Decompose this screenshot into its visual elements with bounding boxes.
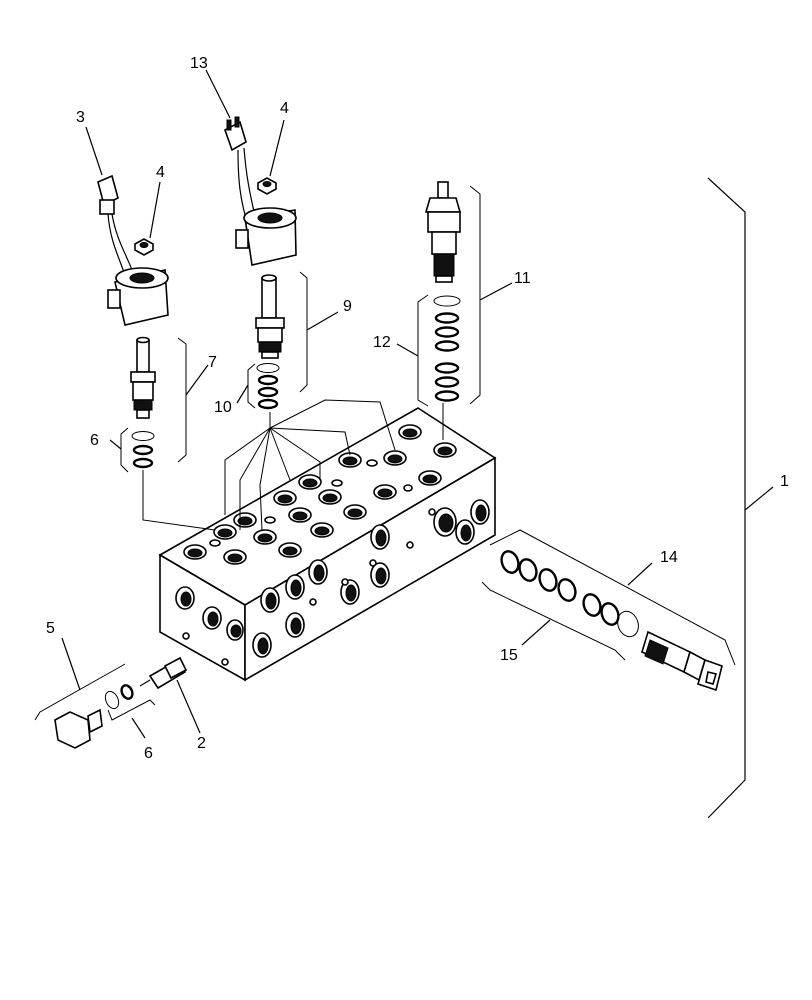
callout-leaders (61, 69, 774, 739)
callout-10: 10 (214, 399, 232, 416)
top-face-ports (183, 424, 457, 565)
callout-11: 11 (514, 270, 531, 287)
callout-12: 12 (373, 334, 391, 351)
seal-kit-6-lower (104, 684, 134, 710)
front-face-ports (175, 586, 244, 666)
seal-kit-10 (256, 363, 280, 410)
callout-15: 15 (500, 647, 518, 664)
seal-kit-15 (500, 550, 639, 638)
seal-kit-12 (433, 295, 461, 402)
right-face-ports (252, 499, 490, 658)
callout-1: 1 (780, 473, 789, 490)
seal-kit-6-upper (131, 431, 155, 469)
callout-5: 5 (46, 620, 55, 637)
brackets (34, 177, 746, 819)
callout-13: 13 (190, 55, 208, 72)
callout-9: 9 (343, 298, 352, 315)
cartridge-valve-14 (641, 630, 723, 692)
callout-7: 7 (208, 354, 217, 371)
cartridge-valve-11 (424, 181, 462, 283)
manifold-block (158, 407, 497, 682)
callout-6-lower: 6 (144, 745, 153, 762)
callout-3: 3 (76, 109, 85, 126)
callout-labels: 1 2 3 4 4 5 6 6 7 9 10 11 12 13 14 15 (46, 55, 789, 762)
solenoid-coil-middle (224, 116, 297, 266)
callout-6-upper: 6 (90, 432, 99, 449)
solenoid-coil-left (97, 174, 169, 326)
assembly-leader-lines (142, 399, 444, 531)
callout-2: 2 (197, 735, 206, 752)
cartridge-2 (139, 656, 188, 690)
cartridge-valve-7 (130, 336, 156, 419)
callout-14: 14 (660, 549, 678, 566)
callout-4-middle: 4 (280, 100, 289, 117)
callout-4-left: 4 (156, 164, 165, 181)
cartridge-valve-9 (255, 274, 285, 359)
plug-5 (54, 708, 103, 749)
